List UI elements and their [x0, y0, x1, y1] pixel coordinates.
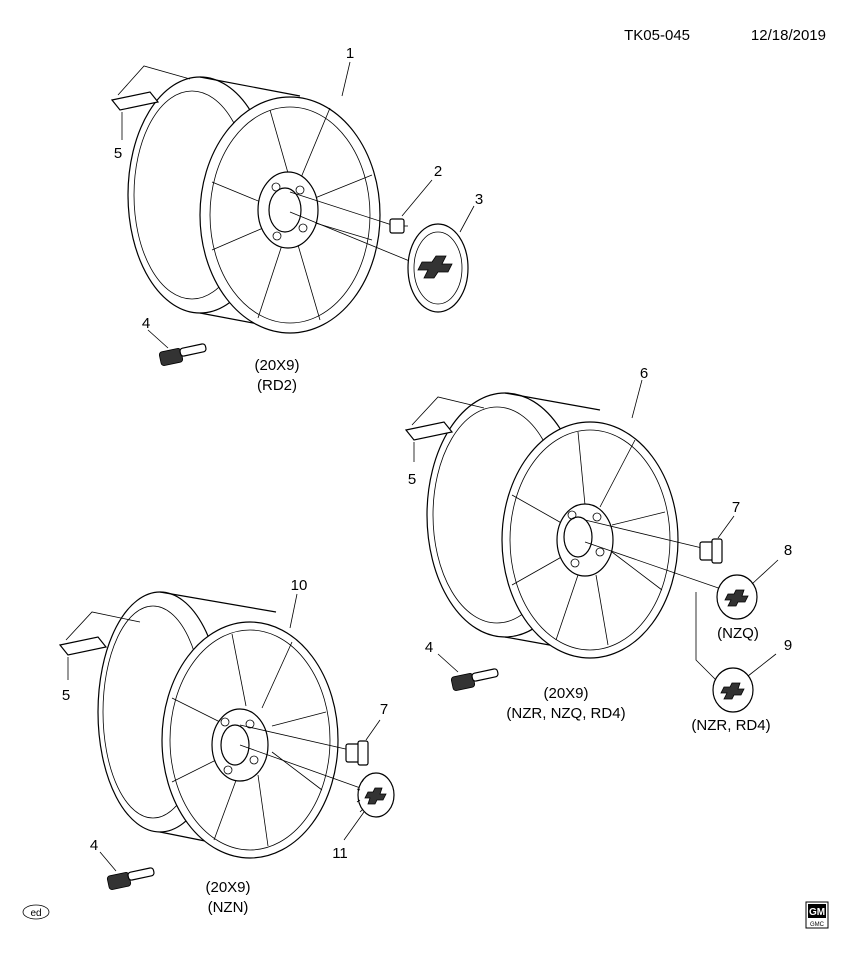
callout-4-bottom: 4: [90, 837, 98, 854]
balance-weight-rd2: [110, 65, 191, 140]
lug-nut-7-bottom: [345, 719, 381, 766]
callout-6: 6: [640, 365, 648, 382]
center-cap-8: [716, 559, 779, 620]
svg-text:ed: ed: [30, 908, 41, 919]
cap-8-code: (NZQ): [717, 625, 759, 642]
lug-nut-7-right: [699, 515, 735, 564]
tpms-sensor-bottom: [99, 851, 155, 890]
wheel-right-codes: (NZR, NZQ, RD4): [506, 705, 625, 722]
wheel-nzn-size: (20X9): [205, 879, 250, 896]
callout-8: 8: [784, 542, 792, 559]
callout-5-bottom: 5: [62, 687, 70, 704]
wheel-rd2: [127, 76, 413, 334]
callout-5-top: 5: [114, 145, 122, 162]
center-cap-11: [343, 772, 395, 841]
callout-5-right: 5: [408, 471, 416, 488]
balance-weight-bottom: [58, 611, 141, 680]
ed-mark: ed: [22, 904, 50, 920]
tpms-sensor-right: [437, 653, 499, 691]
callout-9: 9: [784, 637, 792, 654]
wheel-nzn-code: (NZN): [208, 899, 249, 916]
wheel-rd2-size: (20X9): [254, 357, 299, 374]
lug-nut-2: [389, 179, 433, 234]
svg-text:GMC: GMC: [810, 922, 825, 928]
callout-3: 3: [475, 191, 483, 208]
callout-11: 11: [332, 845, 348, 862]
wheel-nzn: [97, 591, 367, 859]
callout-7-bottom: 7: [380, 701, 388, 718]
cap-9-code: (NZR, RD4): [691, 717, 770, 734]
balance-weight-right: [404, 396, 485, 462]
document-id: TK05-045: [624, 27, 690, 44]
center-cap-9: [712, 653, 777, 713]
callout-1: 1: [346, 45, 354, 62]
callout-7-right: 7: [732, 499, 740, 516]
callout-4-right: 4: [425, 639, 433, 656]
callout-10: 10: [291, 577, 308, 594]
wheel-right-size: (20X9): [543, 685, 588, 702]
callout-4-top: 4: [142, 315, 150, 332]
callout-2: 2: [434, 163, 442, 180]
wheel-nzr-nzq-rd4: [426, 392, 731, 659]
svg-text:GM: GM: [809, 907, 825, 918]
center-cap-3: [407, 205, 475, 313]
gm-logo: GM GMC: [805, 901, 829, 929]
tpms-sensor-rd2: [147, 329, 207, 366]
document-date: 12/18/2019: [751, 27, 826, 44]
wheel-rd2-code: (RD2): [257, 377, 297, 394]
